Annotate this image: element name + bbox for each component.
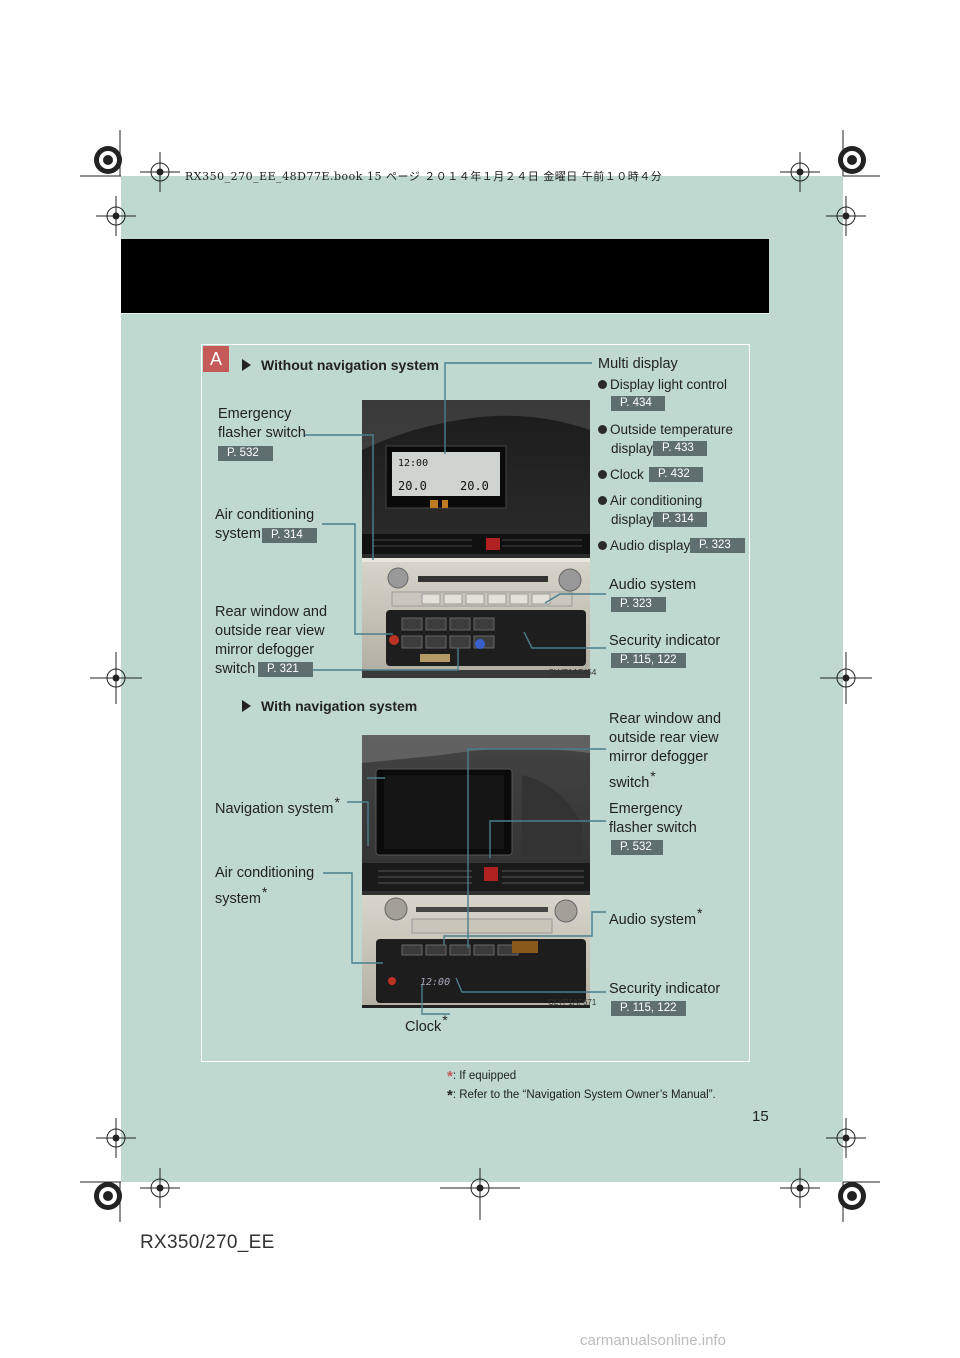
label-multi-display: Multi display — [598, 356, 678, 372]
label-audio-system: Audio system — [609, 577, 697, 593]
label-security-indicator-nav: Security indicator — [609, 981, 721, 997]
section-badge: A — [203, 346, 229, 372]
svg-text:20.0: 20.0 — [460, 479, 489, 493]
page-ref-display-light[interactable]: P. 434 — [611, 396, 665, 411]
label-air-conditioning-system-nav: Air conditioning system* — [215, 865, 315, 907]
bullet-dot-icon — [598, 540, 607, 550]
dashboard-photo-with-nav: 12:00 — [362, 735, 590, 1008]
section-heading-with-nav: With navigation system — [242, 698, 417, 714]
page-ref-audio-display[interactable]: P. 323 — [690, 538, 745, 553]
page-ref-clock[interactable]: P. 432 — [649, 467, 703, 482]
label-rear-defogger-switch-nav: Rear window and outside rear view mirror… — [609, 711, 722, 791]
page-ref-security-nav[interactable]: P. 115, 122 — [611, 1001, 686, 1016]
bullet-dot-icon — [598, 469, 607, 479]
photo-code: CLYP1AF454 — [548, 668, 597, 677]
watermark: carmanualsonline.info — [580, 1332, 726, 1349]
header-divider — [121, 313, 769, 314]
item-display-light-control: Display light control — [598, 377, 727, 392]
model-code: RX350/270_EE — [140, 1232, 275, 1253]
corner-target-mark — [94, 1182, 122, 1210]
print-stamp: RX350_270_EE_48D77E.book 15 ページ ２０１４年１月２… — [185, 170, 663, 183]
item-outside-temperature: Outside temperature — [598, 422, 733, 437]
label-audio-system-nav: Audio system* — [609, 905, 703, 928]
section-heading-without-nav: Without navigation system — [242, 357, 439, 373]
label-rear-defogger-switch: Rear window and outside rear view mirror… — [215, 604, 328, 677]
corner-target-mark — [94, 146, 122, 174]
item-clock: Clock — [598, 467, 644, 482]
photo-code: CLYP1AF671 — [548, 998, 597, 1007]
bullet-dot-icon — [598, 424, 607, 434]
label-navigation-system: Navigation system* — [215, 794, 340, 817]
page-ref-defogger[interactable]: P. 321 — [258, 662, 313, 677]
corner-target-mark — [838, 146, 866, 174]
triangle-bullet-icon — [242, 359, 251, 372]
bullet-dot-icon — [598, 379, 607, 389]
label-security-indicator: Security indicator — [609, 633, 721, 649]
svg-text:12:00: 12:00 — [420, 977, 450, 988]
page-ref-security[interactable]: P. 115, 122 — [611, 653, 686, 668]
page-header-bar — [121, 239, 769, 313]
corner-target-mark — [838, 1182, 866, 1210]
page-ref-ac-display[interactable]: P. 314 — [653, 512, 707, 527]
label-clock-nav: Clock* — [405, 1012, 448, 1035]
dashboard-photo-without-nav: 12:00 20.0 20.0 — [362, 400, 590, 678]
label-emergency-flasher-switch: Emergency flasher switch — [218, 406, 306, 441]
page-ref-emergency[interactable]: P. 532 — [218, 446, 273, 461]
page-number: 15 — [752, 1108, 769, 1125]
page-background — [121, 176, 843, 1182]
content-panel — [201, 344, 750, 1062]
item-air-conditioning-display: Air conditioning — [598, 493, 702, 508]
item-audio-display: Audio display — [598, 538, 690, 553]
page-ref-emergency-nav[interactable]: P. 532 — [611, 840, 663, 855]
page-ref-outside-temp[interactable]: P. 433 — [653, 441, 707, 456]
svg-text:20.0: 20.0 — [398, 479, 427, 493]
item-outside-temperature-line2: display — [611, 441, 654, 456]
svg-text:12:00: 12:00 — [398, 458, 428, 469]
label-air-conditioning-system: Air conditioning system — [215, 507, 315, 542]
label-emergency-flasher-switch-nav: Emergency flasher switch — [609, 801, 697, 836]
item-air-conditioning-display-line2: display — [611, 512, 654, 527]
page-ref-audio-system[interactable]: P. 323 — [611, 597, 666, 612]
bullet-dot-icon — [598, 495, 607, 505]
footnote-if-equipped: *: If equipped — [447, 1068, 517, 1085]
footnote-navigation-manual: *: Refer to the “Navigation System Owner… — [447, 1087, 716, 1104]
triangle-bullet-icon — [242, 700, 251, 713]
page-ref-aircon[interactable]: P. 314 — [262, 528, 317, 543]
